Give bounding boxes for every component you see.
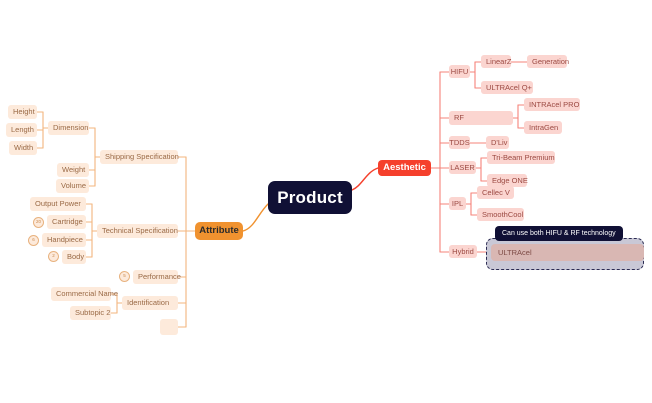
node-label-ipl: IPL (451, 198, 464, 208)
node-label-output-power: Output Power (35, 199, 81, 209)
tooltip-text: Can use both HIFU & RF technology (502, 230, 616, 237)
node-length[interactable]: Length (6, 123, 37, 137)
node-intracel-pro[interactable]: INTRAcel PRO (524, 98, 580, 111)
node-ipl[interactable]: IPL (449, 197, 466, 210)
node-label-ultracel-q-plus: ULTRAcel Q+ (486, 82, 532, 92)
node-weight[interactable]: Weight (57, 163, 89, 177)
node-label-linearz: LinearZ (486, 56, 512, 66)
node-label-ultracel: ULTRAcel (498, 248, 532, 257)
node-label-volume: Volume (61, 181, 87, 191)
node-label-tdds: TDDS (449, 137, 470, 147)
node-label-dimension: Dimension (53, 123, 89, 133)
node-label-performance: Performance (138, 272, 181, 282)
node-label-rf: RF (454, 113, 464, 123)
node-empty-topic[interactable] (160, 319, 178, 335)
node-label-edge-one: Edge ONE (492, 175, 528, 185)
node-technical-specification[interactable]: Technical Specification (97, 224, 178, 238)
node-performance[interactable]: Performance (133, 270, 181, 284)
node-tri-beam-premium[interactable]: Tri-Beam Premium (487, 151, 555, 164)
node-label-intracel-pro: INTRAcel PRO (529, 99, 580, 109)
node-body[interactable]: Body (62, 250, 86, 264)
node-shipping-specification[interactable]: Shipping Specification (100, 150, 179, 164)
node-laser[interactable]: LASER (449, 161, 476, 174)
node-handpiece[interactable]: Handpiece (42, 233, 86, 247)
node-label-technical-specification: Technical Specification (102, 226, 178, 236)
node-smoothcool[interactable]: SmoothCool (477, 208, 524, 221)
node-label-identification: Identification (127, 298, 170, 308)
node-hybrid[interactable]: Hybrid (449, 245, 477, 258)
node-label-body: Body (67, 252, 85, 262)
branch-label-aesthetic: Aesthetic (383, 162, 426, 174)
node-generation[interactable]: Generation (527, 55, 570, 68)
node-label-shipping-specification: Shipping Specification (105, 152, 179, 162)
node-label-cellec-v: Cellec V (482, 187, 510, 197)
branch-label-attribute: Attribute (199, 225, 239, 237)
badge-performance-count: 5 (119, 271, 130, 282)
tooltip-hybrid-note: Can use both HIFU & RF technology (495, 226, 623, 241)
node-rf[interactable]: RF (449, 111, 513, 125)
node-label-height: Height (13, 107, 35, 117)
badge-performance-value: 5 (123, 273, 126, 279)
node-identification[interactable]: Identification (122, 296, 178, 310)
node-label-smoothcool: SmoothCool (482, 209, 524, 219)
badge-body-count: 2 (48, 251, 59, 262)
node-label-intragen: IntraGen (529, 122, 559, 132)
branch-node-attribute[interactable]: Attribute (195, 222, 243, 240)
node-output-power[interactable]: Output Power (30, 197, 86, 211)
node-label-length: Length (11, 125, 34, 135)
node-cartridge[interactable]: Cartridge (47, 215, 86, 229)
node-label-cartridge: Cartridge (52, 217, 83, 227)
node-label-generation: Generation (532, 56, 570, 66)
node-label-handpiece: Handpiece (47, 235, 83, 245)
root-node-product[interactable]: Product (268, 181, 352, 214)
badge-handpiece-count: 6 (28, 235, 39, 246)
node-label-hybrid: Hybrid (452, 246, 474, 256)
node-linearz[interactable]: LinearZ (481, 55, 511, 68)
node-ultracel-q-plus[interactable]: ULTRAcel Q+ (481, 81, 533, 94)
badge-cartridge-value: 20 (35, 219, 41, 225)
node-label-weight: Weight (62, 165, 86, 175)
node-label-hifu: HIFU (450, 66, 469, 76)
node-volume[interactable]: Volume (56, 179, 89, 193)
badge-handpiece-value: 6 (32, 237, 35, 243)
badge-cartridge-count: 20 (33, 217, 44, 228)
node-tdds[interactable]: TDDS (449, 136, 470, 149)
root-node-label: Product (277, 188, 343, 207)
node-label-tri-beam-premium: Tri-Beam Premium (492, 152, 555, 162)
node-dliv[interactable]: D'Liv (486, 136, 509, 149)
node-label-commercial-name: Commercial Name (56, 289, 119, 299)
branch-node-aesthetic[interactable]: Aesthetic (378, 160, 431, 176)
node-label-subtopic-2: Subtopic 2 (75, 308, 111, 318)
node-subtopic-2[interactable]: Subtopic 2 (70, 306, 111, 320)
node-height[interactable]: Height (8, 105, 37, 119)
node-ultracel-selected[interactable]: ULTRAcel (491, 244, 644, 261)
node-label-laser: LASER (450, 162, 475, 172)
node-commercial-name[interactable]: Commercial Name (51, 287, 118, 301)
node-intragen[interactable]: IntraGen (524, 121, 562, 134)
node-hifu[interactable]: HIFU (449, 65, 470, 78)
node-cellec-v[interactable]: Cellec V (477, 186, 514, 199)
node-width[interactable]: Width (9, 141, 37, 155)
node-label-width: Width (14, 143, 34, 153)
node-label-dliv: D'Liv (491, 137, 508, 147)
badge-body-value: 2 (52, 253, 55, 259)
node-dimension[interactable]: Dimension (48, 121, 89, 135)
node-edge-one[interactable]: Edge ONE (487, 174, 528, 187)
